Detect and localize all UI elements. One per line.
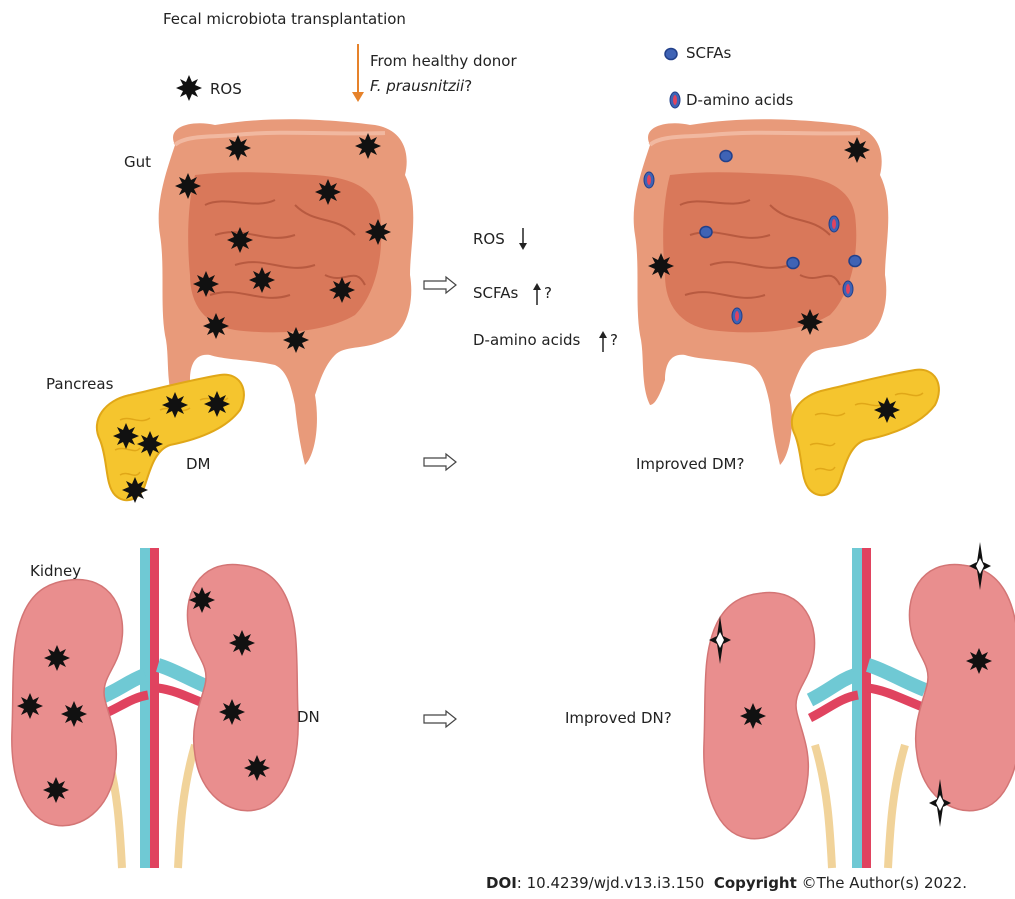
effect-scfa-question: ? — [544, 284, 552, 302]
legend-damino-icon — [670, 92, 680, 108]
kidney-vessels-right — [810, 548, 925, 868]
gut-label: Gut — [124, 153, 151, 171]
ros-down-arrow — [519, 228, 527, 250]
effect-damino-question: ? — [610, 331, 618, 349]
copyright-label: Copyright — [714, 874, 797, 892]
effect-scfa-label: SCFAs — [473, 284, 518, 302]
scfa-legend-label: SCFAs — [686, 44, 731, 62]
improved-dm-label: Improved DM? — [636, 455, 744, 473]
outline-arrow-2 — [424, 454, 456, 470]
footer: DOI: 10.4239/wjd.v13.i3.150 Copyright ©T… — [486, 874, 967, 892]
donor-arrow — [352, 44, 364, 102]
damino-up-arrow — [599, 331, 607, 352]
doi-label: DOI — [486, 874, 517, 892]
copyright-value: ©The Author(s) 2022. — [797, 874, 967, 892]
dm-label: DM — [186, 455, 211, 473]
pancreas-label: Pancreas — [46, 375, 113, 393]
legend-scfa-icon — [665, 49, 677, 60]
d-amino-legend-label: D-amino acids — [686, 91, 793, 109]
effect-ros-label: ROS — [473, 230, 505, 248]
kidney-label: Kidney — [30, 562, 81, 580]
species-name: F. prausnitzii — [370, 77, 464, 95]
improved-dn-label: Improved DN? — [565, 709, 672, 727]
outline-arrow-3 — [424, 711, 456, 727]
scfa-up-arrow — [533, 283, 541, 305]
legend-ros-icon — [176, 75, 202, 101]
ros-legend-label: ROS — [210, 80, 242, 98]
species-label: F. prausnitzii? — [370, 77, 472, 95]
doi-value: : 10.4239/wjd.v13.i3.150 — [517, 874, 704, 892]
effect-damino-label: D-amino acids — [473, 331, 580, 349]
dn-label: DN — [297, 708, 320, 726]
pancreas-right-illustration — [792, 370, 939, 496]
outline-arrow-1 — [424, 277, 456, 293]
donor-label: From healthy donor — [370, 52, 517, 70]
species-question: ? — [464, 77, 472, 95]
title-label: Fecal microbiota transplantation — [163, 10, 406, 28]
